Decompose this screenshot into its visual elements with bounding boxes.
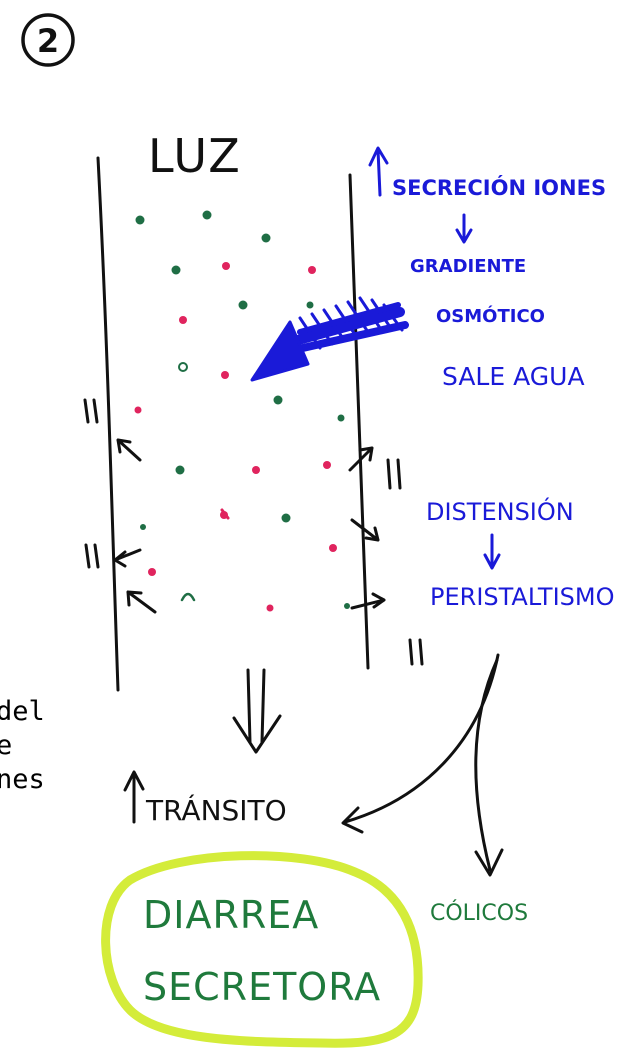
ion-dots bbox=[135, 211, 351, 612]
dot-green bbox=[203, 211, 212, 220]
dot-red bbox=[221, 371, 229, 379]
dot-green bbox=[344, 603, 350, 609]
right-wall-line bbox=[350, 175, 368, 668]
gradiente-label: GRADIENTE bbox=[410, 256, 526, 277]
dot-green bbox=[172, 266, 181, 275]
left-wall-line bbox=[98, 158, 118, 690]
dot-green-open bbox=[182, 594, 194, 600]
dot-green bbox=[307, 302, 314, 309]
step-number: 2 bbox=[37, 22, 59, 60]
cropped-side-text: del e nes bbox=[0, 695, 78, 796]
sale-agua-label: SALE AGUA bbox=[442, 362, 585, 391]
highlight-outline bbox=[106, 856, 419, 1044]
dot-green bbox=[262, 234, 271, 243]
cropped-line: del bbox=[0, 695, 78, 729]
dot-red bbox=[135, 407, 142, 414]
dot-green bbox=[338, 415, 345, 422]
cropped-line: e bbox=[0, 729, 78, 763]
dot-red bbox=[323, 461, 331, 469]
cropped-line: nes bbox=[0, 763, 78, 797]
peristaltismo-label: PERISTALTISMO bbox=[430, 583, 614, 611]
transito-label: TRÁNSITO bbox=[145, 793, 287, 827]
colicos-label: CÓLICOS bbox=[430, 900, 528, 926]
water-exit-arrow bbox=[252, 298, 405, 380]
dot-red bbox=[308, 266, 316, 274]
down-arrow-peristaltismo bbox=[485, 535, 499, 568]
left-wall-arrows bbox=[85, 400, 155, 612]
dot-green bbox=[179, 363, 187, 371]
lumen-label: LUZ bbox=[148, 129, 242, 183]
dot-green bbox=[136, 216, 145, 225]
dot-green bbox=[274, 396, 283, 405]
flow-arrows bbox=[234, 655, 502, 875]
dot-red bbox=[179, 316, 187, 324]
down-arrow-gradiente bbox=[457, 215, 471, 242]
step-number-badge: 2 bbox=[23, 15, 73, 65]
secrecion-label: SECRECIÓN IONES bbox=[392, 175, 606, 200]
dot-green bbox=[282, 514, 291, 523]
secretora-label: SECRETORA bbox=[143, 965, 381, 1009]
dot-green bbox=[176, 466, 185, 475]
dot-green bbox=[239, 301, 248, 310]
dot-red bbox=[148, 568, 156, 576]
dot-green bbox=[140, 524, 146, 530]
up-arrow-secrecion bbox=[370, 148, 387, 195]
dot-red bbox=[329, 544, 337, 552]
diarrea-label: DIARREA bbox=[143, 893, 319, 937]
distension-label: DISTENSIÓN bbox=[426, 496, 574, 526]
osmotico-label: OSMÓTICO bbox=[436, 305, 545, 327]
dot-red bbox=[267, 605, 274, 612]
dot-red bbox=[252, 466, 260, 474]
dot-red bbox=[222, 262, 230, 270]
up-arrow-transito bbox=[125, 772, 143, 822]
